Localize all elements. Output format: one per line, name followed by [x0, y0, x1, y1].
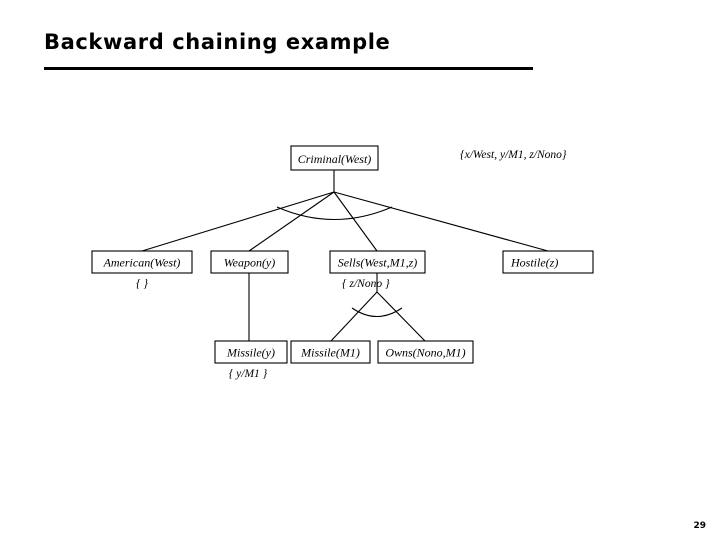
american-binding-label: { }	[136, 278, 148, 290]
node-hostile-z-label: Hostile(z)	[510, 256, 558, 270]
node-missile-m1-box	[290, 340, 371, 364]
edge-group-sells	[330, 273, 426, 342]
node-owns-nono-m1-box	[377, 340, 474, 364]
node-criminal-west[interactable]: Criminal(West)	[290, 145, 379, 171]
edge-junction-to-weapon	[248, 191, 335, 252]
edge-junction-to-american	[141, 191, 335, 252]
node-american-west-label: American(West)	[103, 256, 181, 270]
node-owns-nono-m1[interactable]: Owns(Nono,M1)	[377, 340, 474, 364]
node-missile-y[interactable]: Missile(y)	[214, 340, 288, 364]
node-missile-y-box	[214, 340, 288, 364]
node-owns-nono-m1-label: Owns(Nono,M1)	[385, 346, 465, 360]
and-arc-sells	[351, 307, 403, 318]
edge-junction-to-hostile	[333, 191, 549, 252]
edge-group-top	[141, 170, 549, 252]
edge-junction-to-missile-m1	[330, 291, 378, 342]
edge-junction-to-sells	[333, 191, 378, 252]
node-sells-west-m1-z-label: Sells(West,M1,z)	[338, 256, 418, 270]
node-sells-west-m1-z[interactable]: Sells(West,M1,z)	[329, 250, 426, 274]
edge-junction-to-owns	[376, 291, 426, 342]
node-hostile-z[interactable]: Hostile(z)	[502, 250, 594, 274]
node-weapon-y[interactable]: Weapon(y)	[210, 250, 289, 274]
title-underline-rule	[44, 67, 533, 70]
root-substitution-label: {x/West, y/M1, z/Nono}	[460, 149, 567, 161]
node-missile-m1-label: Missile(M1)	[300, 346, 360, 360]
missile-binding-label: { y/M1 }	[229, 368, 268, 380]
page-number: 29	[693, 521, 706, 531]
node-american-west[interactable]: American(West)	[91, 250, 193, 274]
node-american-west-box	[91, 250, 193, 274]
node-weapon-y-box	[210, 250, 289, 274]
node-weapon-y-label: Weapon(y)	[224, 256, 276, 270]
page-title: Backward chaining example	[44, 30, 391, 54]
and-arc-top	[276, 206, 393, 221]
node-sells-west-m1-z-box	[329, 250, 426, 274]
node-missile-m1[interactable]: Missile(M1)	[290, 340, 371, 364]
node-missile-y-label: Missile(y)	[226, 346, 275, 360]
sells-binding-label: { z/Nono }	[342, 278, 390, 290]
node-criminal-west-box	[290, 145, 379, 171]
node-hostile-z-box	[502, 250, 594, 274]
node-criminal-west-label: Criminal(West)	[298, 152, 372, 166]
